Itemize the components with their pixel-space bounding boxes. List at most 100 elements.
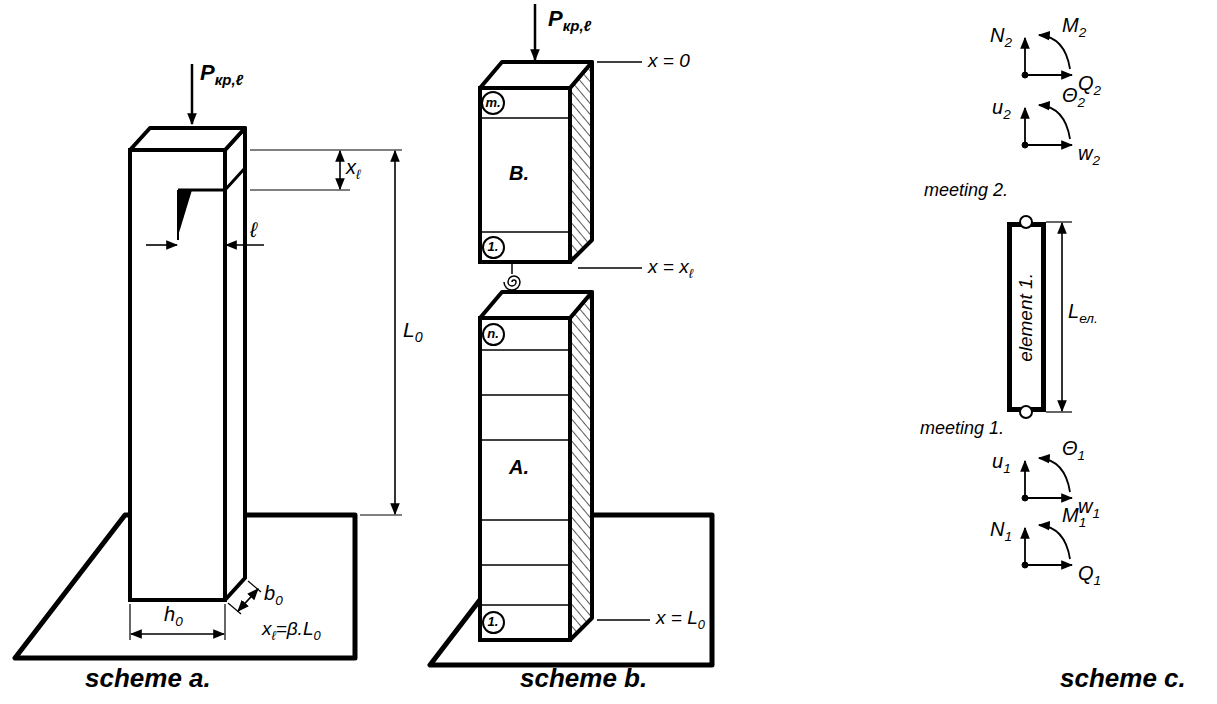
segment-line <box>480 604 570 606</box>
displacement-axes <box>1022 458 1072 501</box>
rotation-arrow <box>1039 458 1070 492</box>
segment-number: m. <box>485 96 500 110</box>
symbol-label: M2 <box>1062 14 1086 37</box>
segment-number-circle: m. <box>481 91 505 115</box>
block-front-face <box>480 318 570 640</box>
symbol-label: x = xℓ <box>648 256 693 278</box>
symbol-label: Q1 <box>1078 562 1101 585</box>
subscript: 0 <box>313 628 320 643</box>
extension-line <box>248 581 261 592</box>
axis-arrow <box>1024 38 1026 75</box>
extension-line <box>250 149 402 150</box>
subscript: 2 <box>1094 83 1102 98</box>
symbol-label: A. <box>509 456 529 479</box>
axis-arrow <box>1025 564 1072 566</box>
subscript: ел. <box>1079 311 1098 326</box>
subscript: ℓ <box>689 266 693 281</box>
symbol-label: Lел. <box>1068 300 1098 323</box>
extension-line <box>228 603 241 614</box>
symbol-label: Pкр,ℓ <box>548 6 591 31</box>
symbol-label: scheme b. <box>520 664 647 694</box>
symbol-label: h0 <box>164 603 183 626</box>
subscript: 1 <box>1078 448 1086 463</box>
load-arrow <box>534 4 537 60</box>
crack-wedge <box>178 190 192 236</box>
column-front-face <box>130 150 225 600</box>
load-arrow <box>191 64 194 124</box>
moment-arrow <box>1039 525 1070 559</box>
symbol-label: scheme c. <box>1060 664 1186 694</box>
subscript: 0 <box>415 329 423 345</box>
symbol-label: ℓ <box>250 218 257 242</box>
symbol-label: x = L0 <box>656 607 705 629</box>
subscript: 1 <box>1094 573 1102 588</box>
symbol-label: B. <box>509 162 529 185</box>
axis-arrow <box>1024 528 1026 565</box>
segment-line <box>480 117 570 119</box>
element-name: element 1. <box>1015 273 1036 362</box>
axis-arrow <box>1024 461 1026 498</box>
extension-line <box>1046 221 1072 222</box>
extension-line <box>1046 411 1072 412</box>
segment-number-circle: n. <box>482 323 505 346</box>
symbol-label: L0 <box>403 318 423 342</box>
symbol-label: w2 <box>1078 142 1100 165</box>
subscript: 1 <box>1003 461 1011 476</box>
extension-line <box>360 514 402 515</box>
extension-line <box>129 604 130 640</box>
segment-line <box>480 519 570 521</box>
axis-arrow <box>1024 108 1026 145</box>
scheme-b <box>430 4 712 665</box>
symbol-label: M1 <box>1062 504 1086 527</box>
rotation-arrow <box>1039 105 1070 139</box>
extension-line <box>250 189 350 190</box>
subscript: 2 <box>1092 153 1100 168</box>
block-top-face <box>480 62 592 88</box>
subscript: 2 <box>1078 95 1086 110</box>
symbol-label: scheme a. <box>85 664 211 694</box>
leader-line <box>597 61 642 63</box>
moment-arrow <box>1039 35 1070 69</box>
symbol-label: Q2 <box>1078 72 1101 95</box>
force-axes <box>1022 525 1072 568</box>
symbol-label: xℓ <box>346 156 360 179</box>
symbol-label: N2 <box>990 24 1012 47</box>
segment-line <box>480 231 570 233</box>
axis-arrow <box>1025 74 1072 76</box>
subscript: кр,ℓ <box>563 17 592 34</box>
block-side-face <box>570 62 592 262</box>
symbol-label: Θ2 <box>1062 84 1085 107</box>
dimension-arrow <box>1061 223 1063 411</box>
symbol-label: N1 <box>990 518 1012 541</box>
segment-number: 1. <box>488 615 499 629</box>
symbol-label: xℓ=β.L0 <box>262 618 321 640</box>
segment-number: n. <box>487 327 499 341</box>
block-front-face <box>480 88 570 262</box>
symbol-label: x = 0 <box>648 50 690 72</box>
block-top-face <box>480 292 592 318</box>
subscript: 0 <box>175 614 183 629</box>
subscript: ℓ <box>356 167 360 182</box>
segment-number: 1. <box>488 240 499 254</box>
subscript: 2 <box>1003 107 1011 122</box>
block-side-face <box>570 292 592 640</box>
subscript: 2 <box>1004 35 1012 50</box>
subscript: 1 <box>1004 529 1012 544</box>
spring-stem <box>511 264 513 274</box>
force-axes <box>1022 35 1072 78</box>
symbol-label: Pкр,ℓ <box>200 60 243 85</box>
dimension-arrow <box>394 151 396 514</box>
dimension-arrow <box>226 244 264 246</box>
subscript: 0 <box>275 593 283 608</box>
segment-line <box>480 439 570 441</box>
subscript: кр,ℓ <box>215 71 244 88</box>
scheme-a <box>15 64 402 658</box>
element-bar: element 1. <box>1007 222 1046 412</box>
axis-arrow <box>1025 497 1072 499</box>
segment-line <box>480 349 570 351</box>
leader-line <box>597 619 650 621</box>
dimension-arrow <box>238 589 258 611</box>
extension-line <box>224 604 225 640</box>
symbol-label: b0 <box>264 582 283 605</box>
